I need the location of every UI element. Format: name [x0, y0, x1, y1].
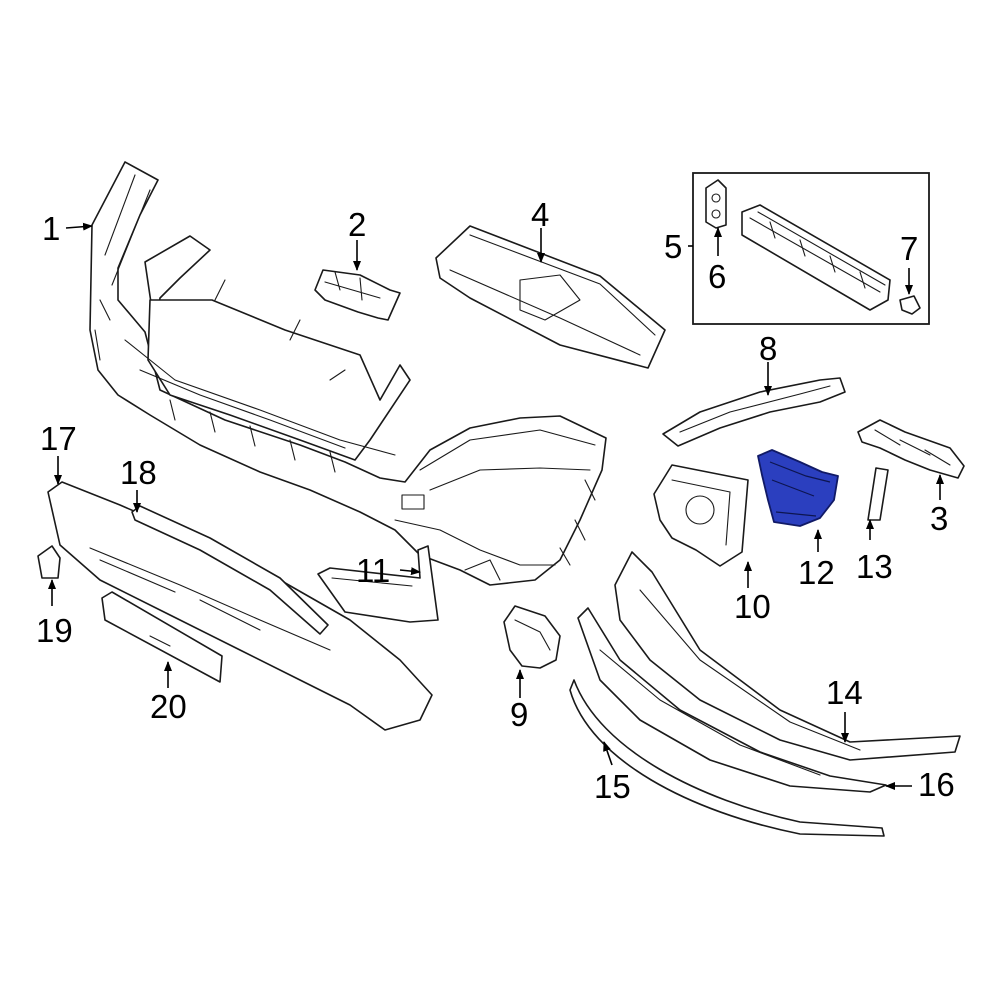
callout-10: 10: [734, 588, 771, 625]
callout-5: 5: [664, 228, 682, 265]
callout-3: 3: [930, 500, 948, 537]
callout-9: 9: [510, 696, 528, 733]
part-5-group-box: [692, 172, 930, 325]
callout-16: 16: [918, 766, 955, 803]
part-19-cap[interactable]: [37, 545, 61, 579]
part-18-trim-strip[interactable]: [131, 505, 329, 635]
callout-11: 11: [356, 552, 390, 589]
callout-4: 4: [531, 196, 549, 233]
callout-8: 8: [759, 330, 777, 367]
part-7-clip[interactable]: [899, 295, 921, 315]
leader-15: [603, 741, 613, 766]
part-6-clip[interactable]: [705, 179, 727, 229]
part-5-support-bracket[interactable]: [741, 204, 891, 311]
part-14-lower-spoiler[interactable]: [614, 551, 961, 761]
part-12-deflector-highlighted[interactable]: [757, 449, 839, 527]
callout-17: 17: [40, 420, 77, 457]
part-8-side-bracket[interactable]: [662, 377, 846, 447]
part-1-bumper-reinforcement[interactable]: [89, 161, 607, 586]
part-13-strip[interactable]: [867, 467, 889, 521]
part-20-plate-bracket[interactable]: [101, 591, 223, 683]
callout-12: 12: [798, 554, 835, 591]
leader-lines: [48, 222, 944, 790]
callout-14: 14: [826, 674, 863, 711]
part-11-grille-trim[interactable]: [317, 545, 439, 623]
callout-7: 7: [900, 230, 918, 267]
part-9-bracket[interactable]: [503, 605, 561, 669]
part-3-bracket[interactable]: [857, 419, 965, 479]
callout-6: 6: [708, 258, 726, 295]
part-4-upper-cover[interactable]: [435, 225, 666, 369]
callout-1: 1: [42, 210, 60, 247]
callout-2: 2: [348, 206, 366, 243]
leader-11: [399, 567, 421, 576]
callout-18: 18: [120, 454, 157, 491]
callout-labels: 1 2 3 4 5 6 7 8 9 10 11 12 13 14 15 16 1…: [36, 196, 955, 805]
callout-15: 15: [594, 768, 631, 805]
callout-13: 13: [856, 548, 893, 585]
part-10-air-guide[interactable]: [653, 464, 749, 567]
part-2-bracket[interactable]: [314, 269, 401, 321]
callout-19: 19: [36, 612, 73, 649]
leader-1: [65, 222, 93, 231]
callout-20: 20: [150, 688, 187, 725]
